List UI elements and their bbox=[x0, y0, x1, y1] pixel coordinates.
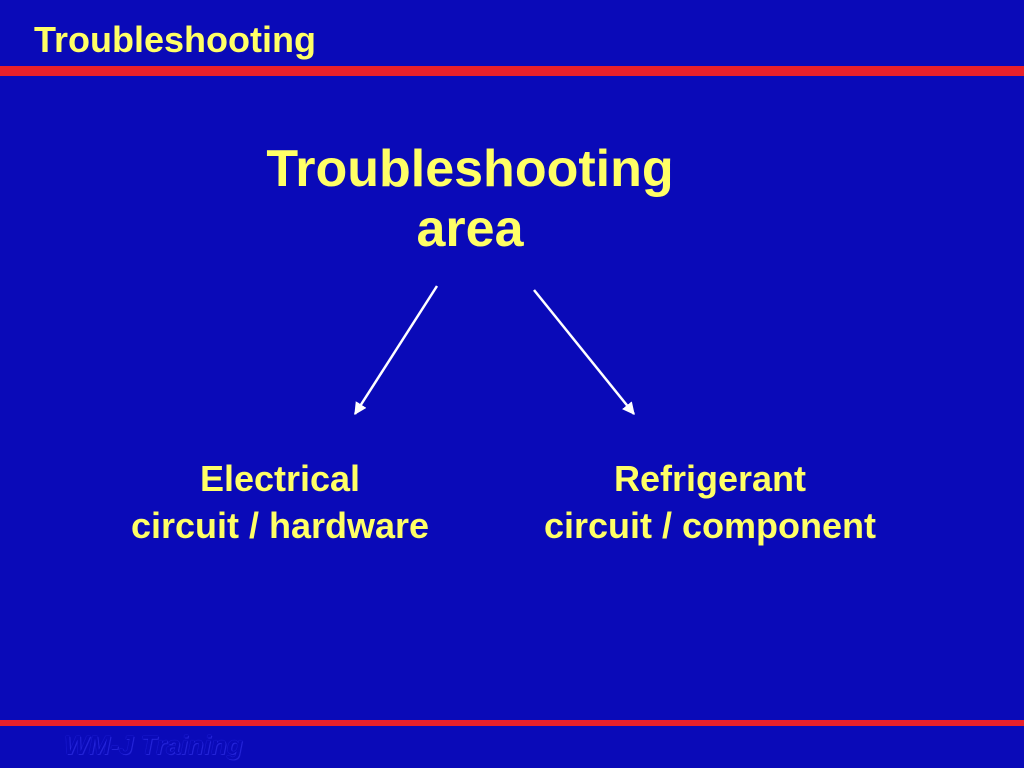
branch-refrigerant-line2: circuit / component bbox=[543, 504, 877, 546]
branch-electrical-line1: Electrical bbox=[199, 458, 361, 499]
root-node-line2: area bbox=[416, 199, 524, 258]
arrow-left bbox=[353, 285, 439, 416]
root-node-line1: Troubleshooting bbox=[266, 140, 674, 198]
branch-electrical: Electrical circuit / hardware bbox=[90, 456, 470, 550]
footer-rule bbox=[0, 720, 1024, 726]
root-node: Troubleshooting area bbox=[220, 140, 720, 260]
branch-electrical-line2: circuit / hardware bbox=[130, 504, 430, 546]
branch-refrigerant: Refrigerant circuit / component bbox=[500, 456, 920, 550]
header-rule bbox=[0, 66, 1024, 76]
footer-watermark: WM-J Training bbox=[64, 730, 243, 760]
branch-refrigerant-line1: Refrigerant bbox=[613, 458, 807, 499]
arrow-right bbox=[533, 289, 635, 415]
page-title: Troubleshooting bbox=[34, 19, 316, 60]
